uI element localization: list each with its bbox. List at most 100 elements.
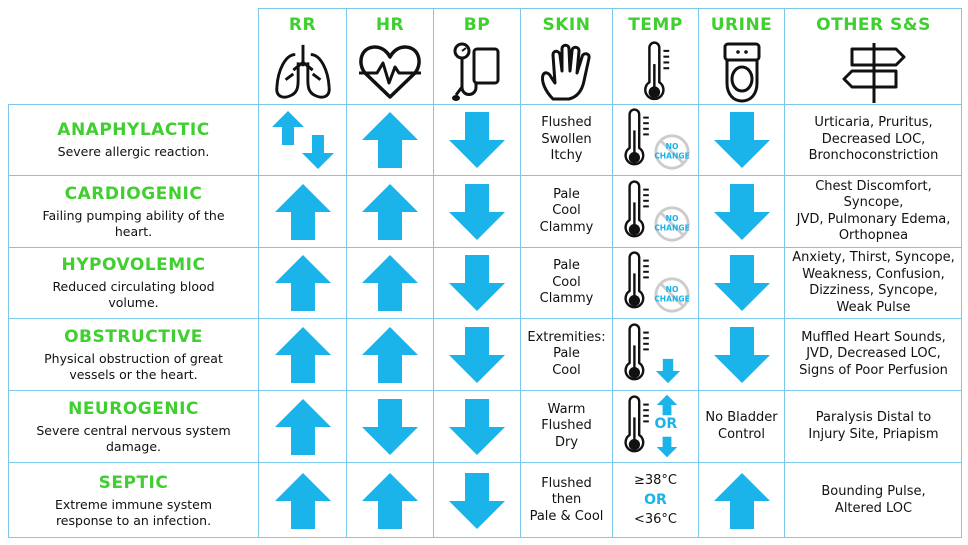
header-icon-wrap	[452, 41, 502, 107]
skin-sign: Warm	[547, 401, 586, 417]
skin-sign: Extremities:	[527, 329, 606, 345]
header-icon-wrap	[357, 41, 423, 107]
shock-type-description: Severe central nervous system damage.	[36, 422, 231, 454]
skin-sign: Cool	[552, 203, 581, 219]
urine-cell	[698, 104, 784, 175]
lungs-icon	[274, 44, 331, 99]
shock-type-title: CARDIOGENIC	[64, 183, 203, 204]
skin-sign: Pale	[553, 258, 580, 274]
other-signs-cell: Bounding Pulse,Altered LOC	[784, 462, 962, 538]
shock-type-description: Failing pumping ability of the heart.	[42, 207, 225, 239]
other-sign: JVD, Pulmonary Edema,	[796, 211, 951, 227]
rr-arrow-up-icon	[274, 183, 331, 240]
temp-cell	[612, 318, 698, 390]
urine-cell	[698, 462, 784, 538]
urine-arrow-down-icon	[713, 326, 770, 383]
header-skin: SKIN	[520, 8, 612, 104]
or-label: OR	[654, 415, 678, 432]
bp-arrow-down-icon	[449, 398, 505, 455]
temp-indicator	[617, 322, 695, 388]
no-change-label: NO	[665, 142, 678, 151]
column-header-label: HR	[375, 15, 405, 35]
temp-cell: ≥38°C OR <36°C	[612, 462, 698, 538]
skin-sign: then	[551, 492, 582, 508]
temp-threshold: ≥38°C	[633, 472, 677, 488]
other-sign: Bounding Pulse,	[821, 484, 926, 499]
temp-arrow-down-icon	[656, 436, 677, 457]
shock-type-description: Physical obstruction of great vessels or…	[44, 350, 223, 382]
other-sign: Chest Discomfort,	[815, 178, 932, 194]
other-sign: Weakness, Confusion,	[802, 266, 945, 282]
rr-cell	[258, 462, 346, 538]
header-bp: BP	[433, 8, 520, 104]
shock-type-title: HYPOVOLEMIC	[61, 255, 206, 275]
hr-arrow-up-icon	[362, 472, 418, 529]
row-name-anaphylactic: ANAPHYLACTIC Severe allergic reaction.	[8, 104, 258, 175]
rr-cell	[258, 175, 346, 247]
temp-indicator: OR	[617, 394, 695, 460]
rr-cell	[258, 247, 346, 318]
other-sign: Orthopnea	[838, 228, 909, 243]
signpost-icon	[842, 43, 905, 103]
bp-cell	[433, 175, 520, 247]
bp-arrow-down-icon	[449, 112, 505, 168]
shock-type-description: Severe allergic reaction.	[57, 144, 210, 159]
toilet-icon	[723, 42, 760, 103]
shock-type-description: Reduced circulating blood volume.	[52, 279, 215, 310]
bp-arrow-down-icon	[449, 183, 505, 240]
temp-threshold: <36°C	[633, 511, 677, 527]
other-sign: Paralysis Distal to	[815, 410, 932, 425]
hr-arrow-up-icon	[362, 183, 418, 240]
no-change-label: CHANGE	[654, 152, 690, 161]
bp-arrow-down-icon	[449, 326, 505, 383]
thermometer-icon	[643, 41, 669, 101]
urine-cell	[698, 247, 784, 318]
other-signs-cell: Urticaria, Pruritus,Decreased LOC,Bronch…	[784, 104, 962, 175]
other-sign: Signs of Poor Perfusion	[799, 362, 948, 378]
or-label: OR	[644, 492, 667, 509]
thermometer-icon	[623, 108, 649, 166]
shock-type-title: ANAPHYLACTIC	[57, 120, 210, 140]
other-sign: Injury Site, Priapism	[808, 426, 939, 442]
other-sign: Syncope,	[843, 195, 904, 210]
shock-type-description: Extreme immune system response to an inf…	[54, 496, 213, 528]
header-icon-wrap	[539, 41, 595, 107]
rr-arrow-up-icon	[274, 326, 331, 383]
heart-rate-icon	[359, 45, 421, 99]
rr-cell	[258, 104, 346, 175]
skin-sign: Itchy	[550, 148, 583, 164]
row-name-cardiogenic: CARDIOGENIC Failing pumping ability of th…	[8, 175, 258, 247]
column-header-label: RR	[288, 15, 317, 35]
header-temp: TEMP	[612, 8, 698, 104]
thermometer-icon	[623, 179, 649, 237]
hr-arrow-up-icon	[362, 112, 418, 168]
header-icon-wrap	[639, 41, 673, 111]
other-sign: Dizziness, Syncope,	[809, 283, 938, 298]
temp-cell: OR	[612, 390, 698, 462]
urine-arrow-up-icon	[713, 472, 770, 529]
skin-sign: Pale	[553, 346, 580, 362]
other-sign: Decreased LOC,	[821, 131, 926, 147]
skin-sign: Dry	[554, 434, 579, 450]
thermometer-icon	[623, 394, 649, 452]
header-rr: RR	[258, 8, 346, 104]
urine-arrow-down-icon	[713, 112, 770, 168]
other-signs-cell: Muffled Heart Sounds,JVD, Decreased LOC,…	[784, 318, 962, 390]
bp-cell	[433, 247, 520, 318]
hr-arrow-up-icon	[362, 255, 418, 311]
hr-cell	[346, 247, 433, 318]
